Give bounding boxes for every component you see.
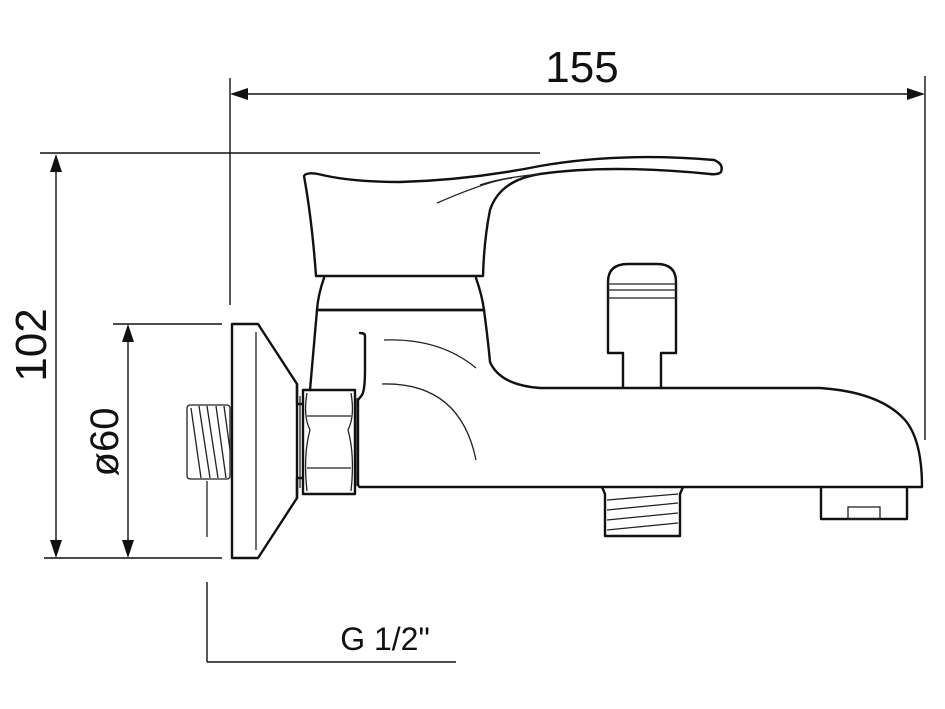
dimension-height-label: 102 bbox=[7, 308, 56, 381]
cartridge-collar bbox=[315, 276, 486, 312]
dimension-width: 155 bbox=[229, 43, 926, 440]
dimension-thread: G 1/2" bbox=[206, 582, 456, 663]
arrow-left-icon bbox=[230, 88, 248, 100]
arrow-down-icon bbox=[122, 540, 134, 558]
dimension-thread-label: G 1/2" bbox=[340, 621, 430, 657]
arrow-up-icon bbox=[122, 324, 134, 342]
dimension-width-label: 155 bbox=[545, 43, 618, 92]
hex-nut bbox=[301, 388, 358, 496]
dimension-flange-diameter: ø60 bbox=[83, 323, 222, 558]
diverter-knob bbox=[606, 262, 678, 390]
dimension-height: 102 bbox=[7, 152, 540, 559]
dimension-flange-label: ø60 bbox=[83, 408, 127, 477]
arrow-up-icon bbox=[50, 154, 62, 172]
arrow-down-icon bbox=[50, 540, 62, 558]
mixer-body bbox=[308, 308, 924, 489]
arrow-right-icon bbox=[907, 88, 925, 100]
wall-connector-thread bbox=[186, 404, 231, 537]
shower-outlet-thread bbox=[600, 485, 685, 538]
spout-aerator bbox=[819, 485, 909, 521]
lever-handle bbox=[302, 155, 723, 278]
wall-flange bbox=[230, 322, 304, 560]
